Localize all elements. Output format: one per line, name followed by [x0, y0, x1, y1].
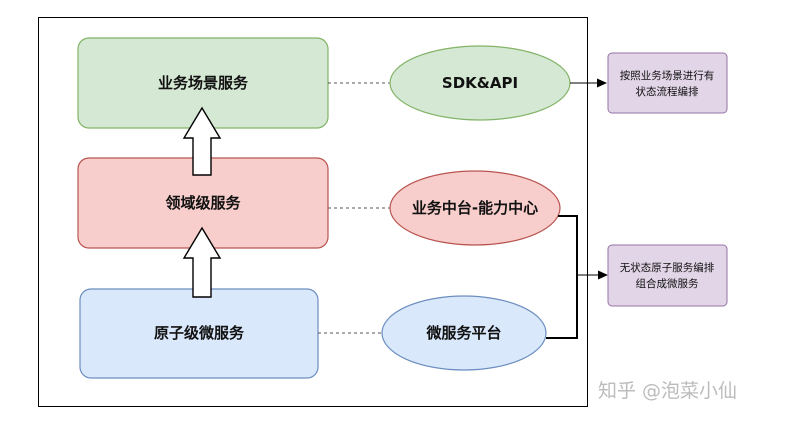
up-arrow-upper: [182, 106, 222, 176]
orchestration-note-box: [607, 52, 728, 114]
up-arrow-lower: [182, 226, 222, 298]
orchestration-note-line1: 按照业务场景进行有: [620, 69, 715, 82]
composition-note-box: [607, 244, 728, 307]
sdk-api-label: SDK&API: [442, 74, 518, 92]
business-scenario-label: 业务场景服务: [158, 74, 249, 92]
arrowhead-composition: [598, 270, 608, 280]
arrowhead-orchestration: [597, 78, 607, 88]
atomic-service-label: 原子级微服务: [154, 324, 245, 342]
orchestration-note-line2: 状态流程编排: [636, 85, 699, 98]
microservice-platform-label: 微服务平台: [425, 324, 501, 342]
composition-note-line1: 无状态原子服务编排: [620, 261, 715, 274]
watermark: 知乎 @泡菜小仙: [598, 380, 738, 402]
composition-note-line2: 组合成微服务: [636, 277, 699, 290]
domain-service-label: 领域级服务: [164, 194, 241, 212]
microservice-platform-ellipse: [381, 295, 547, 371]
bracket-connector: [546, 215, 578, 339]
middle-platform-label: 业务中台-能力中心: [412, 199, 538, 217]
middle-platform-ellipse: [389, 170, 561, 246]
